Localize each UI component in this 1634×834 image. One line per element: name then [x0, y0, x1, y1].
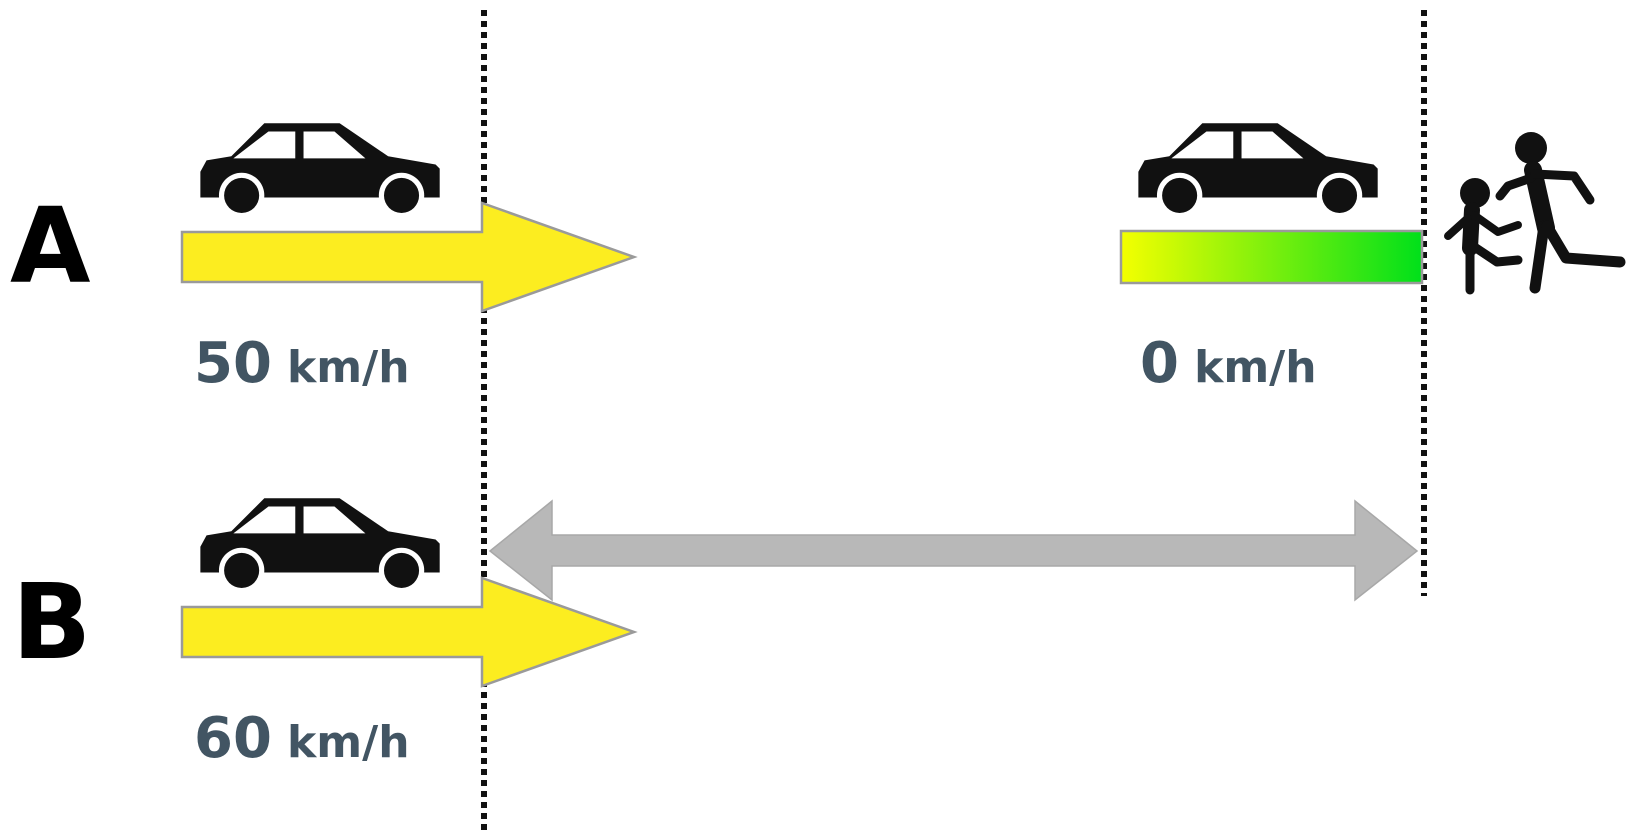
- speed-unit-b: km/h: [287, 717, 410, 768]
- speed-value-a: 50: [194, 331, 272, 396]
- distance-arrow: [488, 499, 1419, 602]
- speed-arrow-b: [180, 576, 638, 688]
- speed-value-b: 60: [194, 706, 272, 771]
- braking-distance-bar: [1119, 229, 1424, 285]
- row-label-a: A: [10, 185, 91, 307]
- speed-arrow-a: [180, 201, 638, 313]
- car-icon: [200, 123, 440, 213]
- speed-value-stopped: 0: [1140, 331, 1179, 396]
- speed-label-b: 60 km/h: [194, 706, 410, 771]
- speed-unit-stopped: km/h: [1194, 342, 1317, 393]
- car-icon: [200, 498, 440, 588]
- car-icon: [1138, 123, 1378, 213]
- pedestrians-running-icon: [1444, 132, 1626, 295]
- speed-label-a: 50 km/h: [194, 331, 410, 396]
- row-label-b: B: [12, 561, 91, 683]
- speed-label-stopped: 0 km/h: [1140, 331, 1317, 396]
- speed-unit-a: km/h: [287, 342, 410, 393]
